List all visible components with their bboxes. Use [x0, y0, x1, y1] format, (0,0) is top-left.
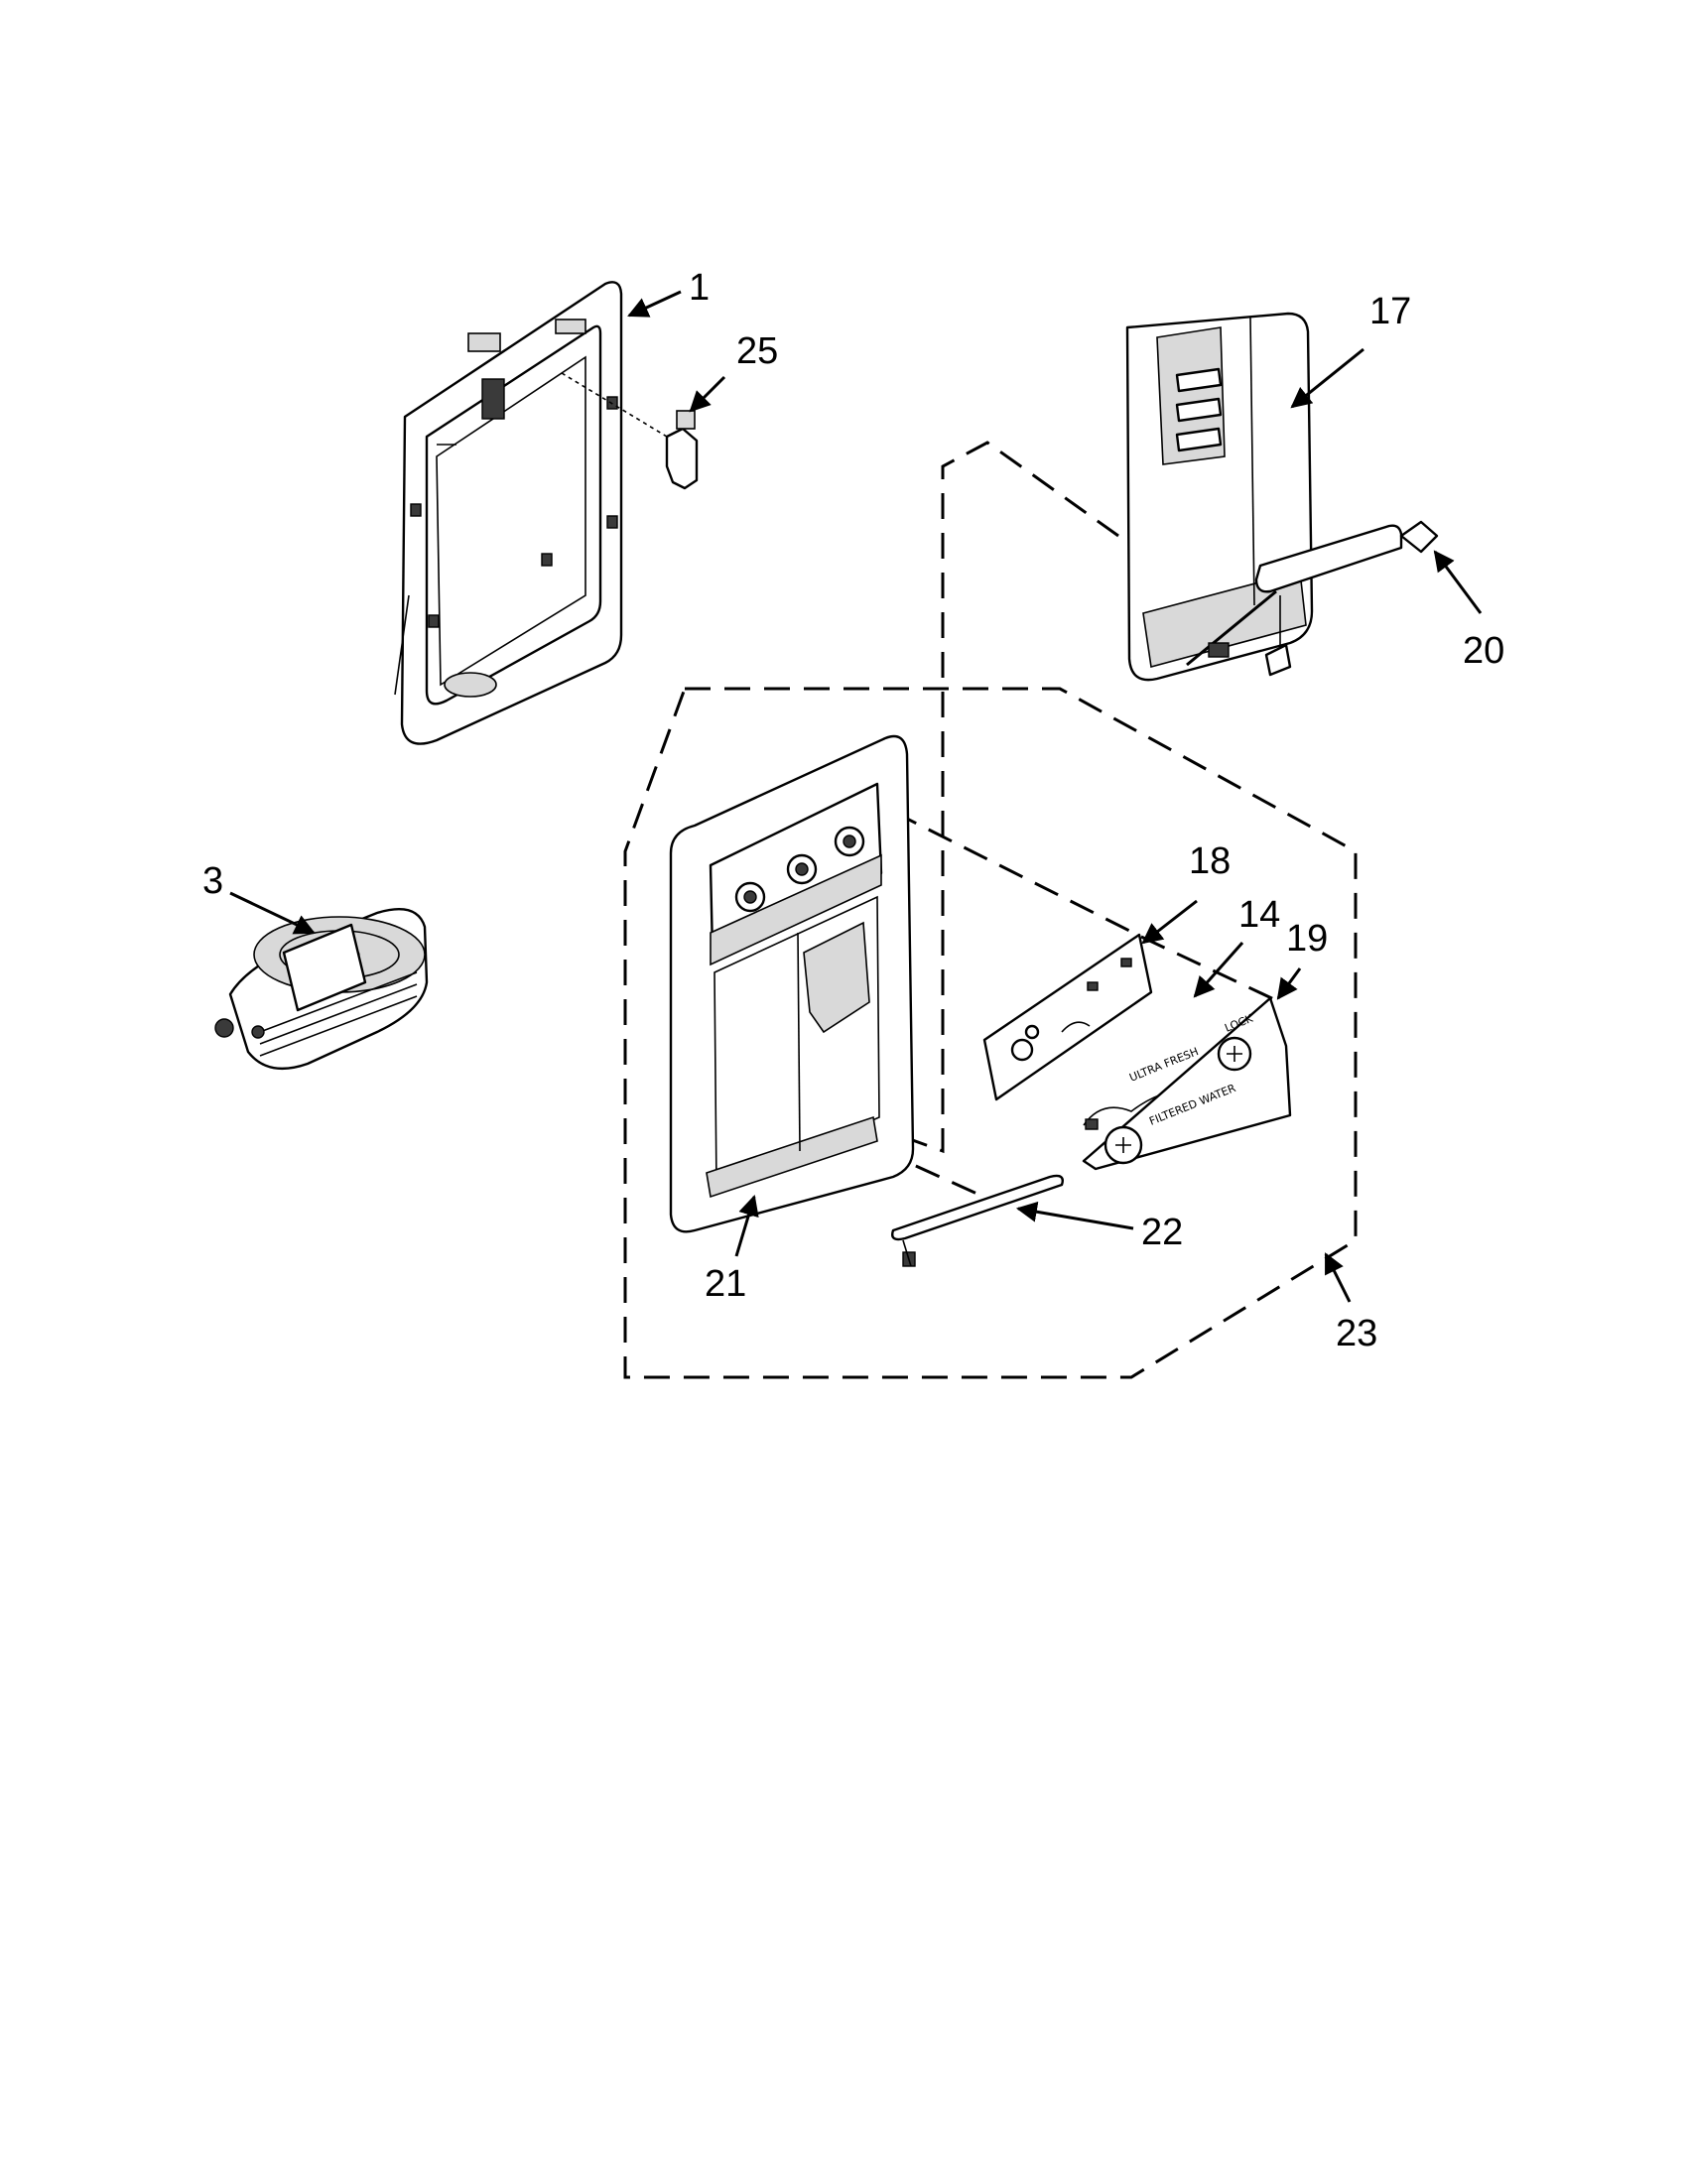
callout-18: 18	[1189, 840, 1231, 882]
leader-19	[1276, 967, 1302, 1000]
callout-3: 3	[202, 860, 223, 902]
leader-17	[1290, 347, 1364, 409]
part-25-clip	[561, 372, 699, 490]
connection-line-17-21	[892, 441, 1119, 1154]
connection-line-21-18	[892, 810, 1142, 939]
part-3-reservoir	[214, 908, 429, 1071]
callout-20: 20	[1463, 630, 1504, 672]
part-22-bar	[891, 1174, 1064, 1267]
callout-22: 22	[1141, 1212, 1183, 1253]
leader-22	[1015, 1201, 1134, 1230]
leader-21	[734, 1194, 759, 1257]
leader-14	[1193, 942, 1244, 998]
leader-18	[1141, 899, 1198, 945]
assembly-23-boundary	[623, 687, 1358, 1379]
leader-1	[627, 290, 682, 318]
part-17-door	[1125, 312, 1314, 682]
connection-line-21-22	[843, 1131, 993, 1203]
leader-25	[689, 375, 726, 413]
part-20-harness	[1186, 520, 1439, 677]
callout-17: 17	[1369, 291, 1411, 332]
leader-23	[1324, 1252, 1352, 1303]
part-18-board	[982, 933, 1153, 1101]
callout-1: 1	[689, 267, 710, 309]
callout-19: 19	[1286, 918, 1328, 960]
leader-20	[1433, 550, 1483, 614]
part-21-housing	[669, 734, 915, 1233]
callout-25: 25	[736, 330, 778, 372]
callout-23: 23	[1336, 1313, 1377, 1354]
leader-3	[229, 891, 316, 935]
callout-21: 21	[705, 1263, 746, 1305]
connection-line-18-19	[1140, 935, 1281, 1004]
part-19-panel: ULTRA FRESH FILTERED WATER LOCK	[1082, 996, 1292, 1171]
callout-14: 14	[1238, 894, 1280, 936]
part-1-frame	[394, 281, 623, 745]
